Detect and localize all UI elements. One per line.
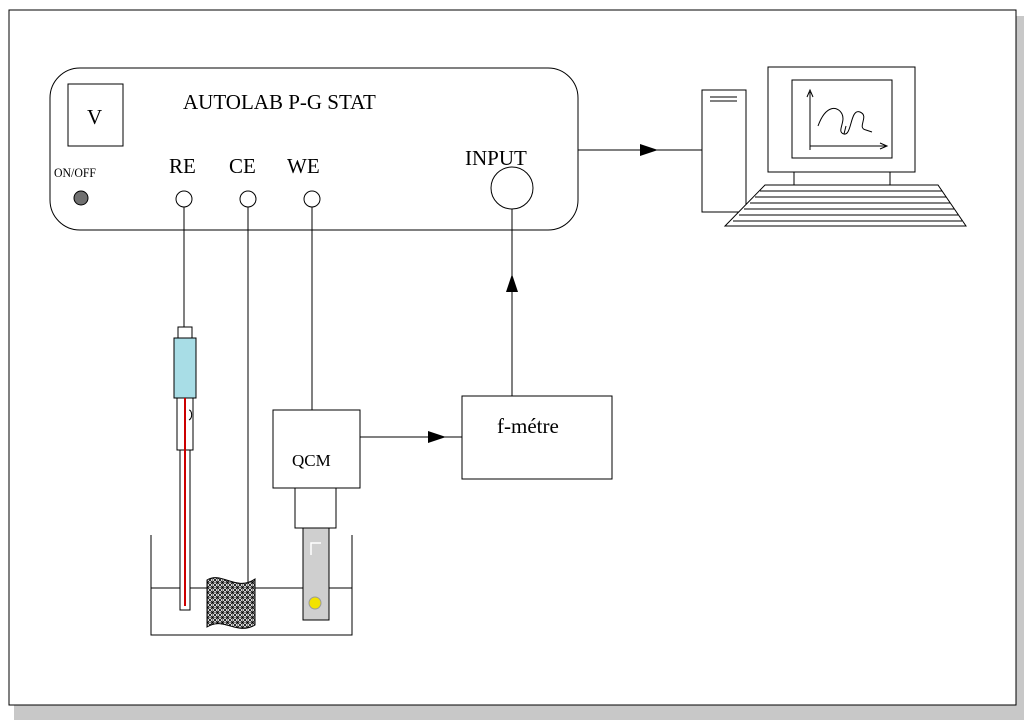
power-label: ON/OFF [54, 165, 96, 180]
voltmeter-symbol: V [87, 105, 102, 129]
link-to-frequency-meter [360, 431, 462, 443]
potentiostat: AUTOLAB P-G STAT V ON/OFF RE CE WE INPUT [49, 67, 579, 231]
link-to-computer [578, 144, 702, 156]
qcm-label: QCM [292, 451, 331, 470]
arrow-to-computer [640, 144, 658, 156]
computer-tower-icon [701, 89, 747, 213]
computer-monitor-icon [767, 66, 916, 186]
quartz-crystal-electrode [308, 596, 322, 610]
qcm-unit: QCM [272, 409, 361, 621]
terminal-we [303, 190, 321, 208]
terminal-label-re: RE [169, 154, 196, 178]
frequency-meter-label: f-métre [497, 414, 559, 438]
arrow-to-frequency-meter [428, 431, 446, 443]
arrow-to-input [506, 274, 518, 292]
plot-graph-icon [806, 88, 889, 150]
frequency-meter: f-métre [461, 395, 613, 480]
counter-electrode-mesh [206, 577, 256, 629]
terminal-label-ce: CE [229, 154, 256, 178]
frequency-meter-box [461, 395, 613, 480]
power-button [73, 190, 89, 206]
potentiostat-title: AUTOLAB P-G STAT [183, 90, 376, 114]
terminal-re [175, 190, 193, 208]
link-to-input [506, 209, 518, 396]
terminal-ce [239, 190, 257, 208]
input-port [490, 166, 534, 210]
reference-electrode [173, 326, 197, 611]
cell-beaker [150, 535, 353, 636]
voltmeter-display [67, 83, 124, 147]
input-label: INPUT [465, 146, 527, 170]
reference-electrode-tube [173, 337, 197, 399]
qcm-box [272, 409, 361, 489]
computer [701, 66, 967, 227]
keyboard-icon [723, 184, 967, 227]
potentiostat-body [49, 67, 579, 231]
terminal-label-we: WE [287, 154, 320, 178]
